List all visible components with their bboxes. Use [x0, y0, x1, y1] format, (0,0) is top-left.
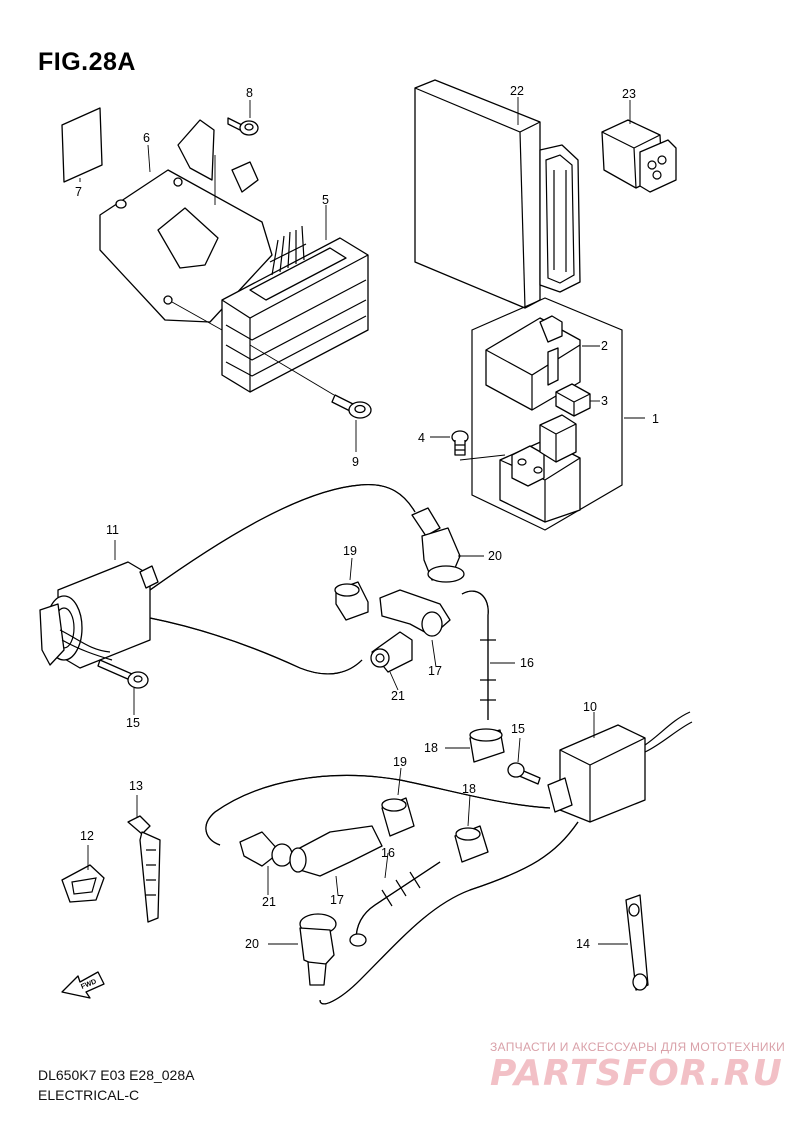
- callout-6: 6: [143, 131, 150, 145]
- callout-20a: 20: [488, 549, 502, 563]
- callout-numbers: 1 2 3 4 5 6 7 8 9 10 11 12 13 14 15 15 1…: [75, 84, 659, 951]
- part-screw-8: [227, 117, 259, 136]
- part-bolt-15a: [97, 659, 149, 689]
- callout-13: 13: [129, 779, 143, 793]
- part-seal-18a: [469, 728, 505, 763]
- callout-14: 14: [576, 937, 590, 951]
- callout-23: 23: [622, 87, 636, 101]
- callout-11: 11: [106, 523, 119, 537]
- part-boot-17b: [289, 825, 383, 877]
- part-ignition-coil-front: [39, 483, 416, 675]
- callout-19a: 19: [343, 544, 357, 558]
- callout-2: 2: [601, 339, 608, 353]
- part-bracket: [99, 119, 273, 323]
- callout-21a: 21: [391, 689, 405, 703]
- part-relay-box-frame: [471, 297, 623, 531]
- callout-10: 10: [583, 700, 597, 714]
- callout-15a: 15: [126, 716, 140, 730]
- part-seal-19a: [334, 581, 369, 621]
- callout-4: 4: [418, 431, 425, 445]
- part-seal-18b: [454, 825, 489, 863]
- callout-21b: 21: [262, 895, 276, 909]
- watermark-brand: PARTSFOR.RU: [490, 1053, 783, 1094]
- callout-12: 12: [80, 829, 94, 843]
- part-ecm: [414, 79, 581, 309]
- part-regulator-rectifier: [221, 225, 369, 393]
- part-screw-4: [451, 430, 469, 456]
- fwd-arrow-icon: FWD: [61, 971, 105, 999]
- part-ignition-coil-rear: [205, 711, 693, 1005]
- callout-7: 7: [75, 185, 82, 199]
- callout-5: 5: [322, 193, 329, 207]
- callout-22: 22: [510, 84, 524, 98]
- callout-1: 1: [652, 412, 659, 426]
- callout-18a: 18: [424, 741, 438, 755]
- callout-16b: 16: [381, 846, 395, 860]
- part-seal-21a: [370, 631, 413, 673]
- part-cable-tie: [127, 815, 161, 923]
- callout-9: 9: [352, 455, 359, 469]
- part-fuse: [555, 383, 591, 417]
- part-plug-cap-upper: [411, 507, 465, 583]
- watermark-tagline: ЗАПЧАСТИ И АКСЕССУАРЫ ДЛЯ МОТОТЕХНИКИ: [490, 1040, 786, 1054]
- callout-18b: 18: [462, 782, 476, 796]
- part-seal-19b: [381, 797, 415, 837]
- leader-lines: [79, 97, 645, 945]
- figure-title: FIG.28A: [38, 48, 136, 76]
- callout-17a: 17: [428, 664, 442, 678]
- part-connector: [601, 119, 677, 193]
- part-relay-base: [499, 414, 581, 523]
- part-lead-16a: [461, 590, 496, 720]
- part-boot-17a: [379, 589, 451, 637]
- part-screw-9: [331, 394, 372, 419]
- part-strap: [625, 894, 649, 991]
- callout-19b: 19: [393, 755, 407, 769]
- footer-model-code: DL650K7 E03 E28_028A: [38, 1067, 195, 1083]
- callout-3: 3: [601, 394, 608, 408]
- callout-15b: 15: [511, 722, 525, 736]
- part-relay-cover: [485, 315, 581, 411]
- callout-16a: 16: [520, 656, 534, 670]
- callout-8: 8: [246, 86, 253, 100]
- part-clamp: [61, 864, 105, 903]
- part-label-sheet: [61, 107, 103, 183]
- callout-17b: 17: [330, 893, 344, 907]
- part-plug-cap-lower: [299, 913, 337, 986]
- footer-section: ELECTRICAL-C: [38, 1087, 140, 1103]
- part-seal-21b: [239, 831, 293, 867]
- part-bolt-15b: [507, 762, 541, 785]
- part-lead-16b: [349, 861, 441, 947]
- callout-20b: 20: [245, 937, 259, 951]
